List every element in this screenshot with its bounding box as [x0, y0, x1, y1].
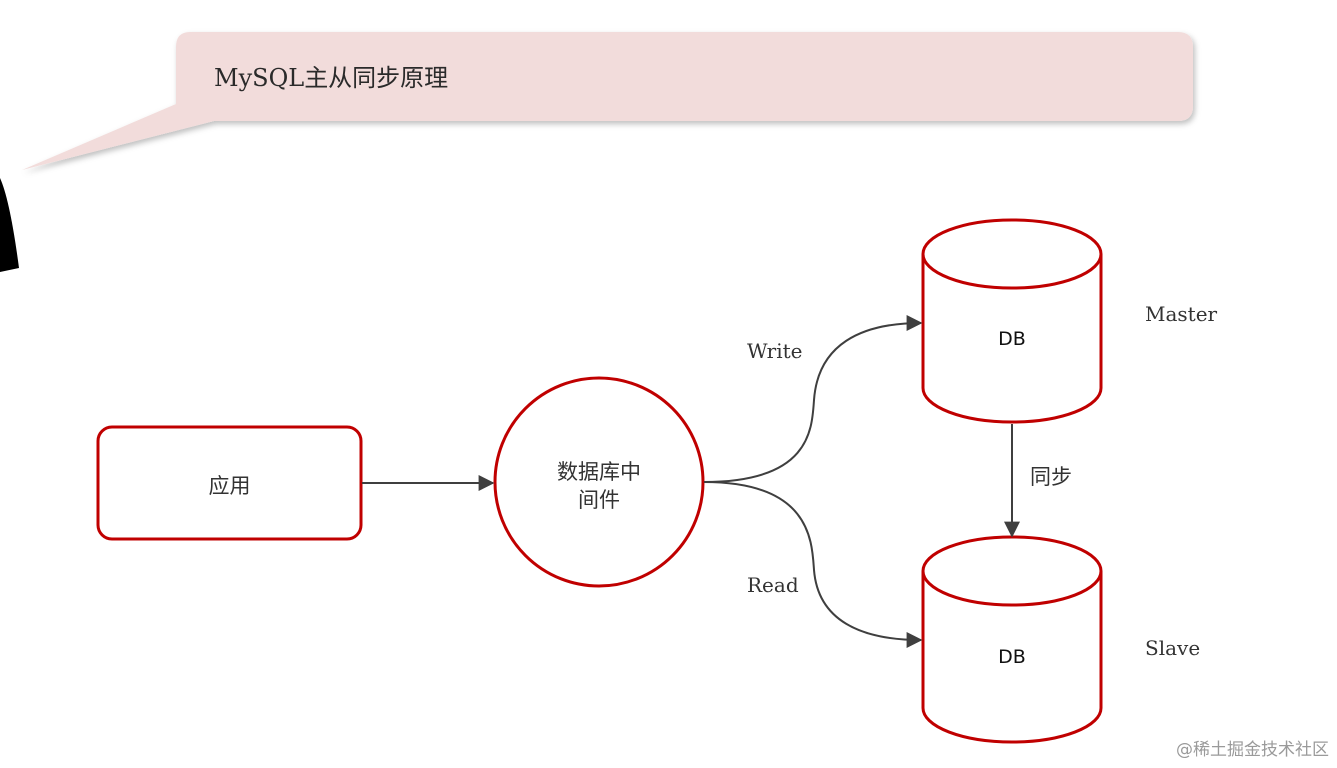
master-db-label: DB	[998, 328, 1026, 350]
read-arrow	[703, 481, 923, 648]
slave-db-cylinder	[921, 535, 1103, 744]
write-arrow	[703, 315, 923, 483]
callout-bubble	[22, 32, 1193, 170]
sync-edge-label: 同步	[1030, 465, 1072, 489]
slave-role-label: Slave	[1145, 636, 1201, 660]
master-role-label: Master	[1145, 302, 1218, 326]
edge-decoration	[0, 178, 19, 272]
middleware-label-line1: 数据库中	[557, 460, 641, 484]
write-edge-label: Write	[747, 339, 803, 363]
callout-title: MySQL主从同步原理	[214, 64, 449, 92]
app-label: 应用	[208, 474, 251, 498]
app-node	[96, 425, 363, 541]
master-db-cylinder	[921, 218, 1103, 424]
middleware-node	[493, 376, 705, 588]
slave-db-label: DB	[998, 646, 1026, 668]
watermark: @稀土掘金技术社区	[1176, 740, 1329, 760]
read-edge-label: Read	[747, 573, 799, 597]
middleware-label-line2: 间件	[578, 488, 620, 512]
